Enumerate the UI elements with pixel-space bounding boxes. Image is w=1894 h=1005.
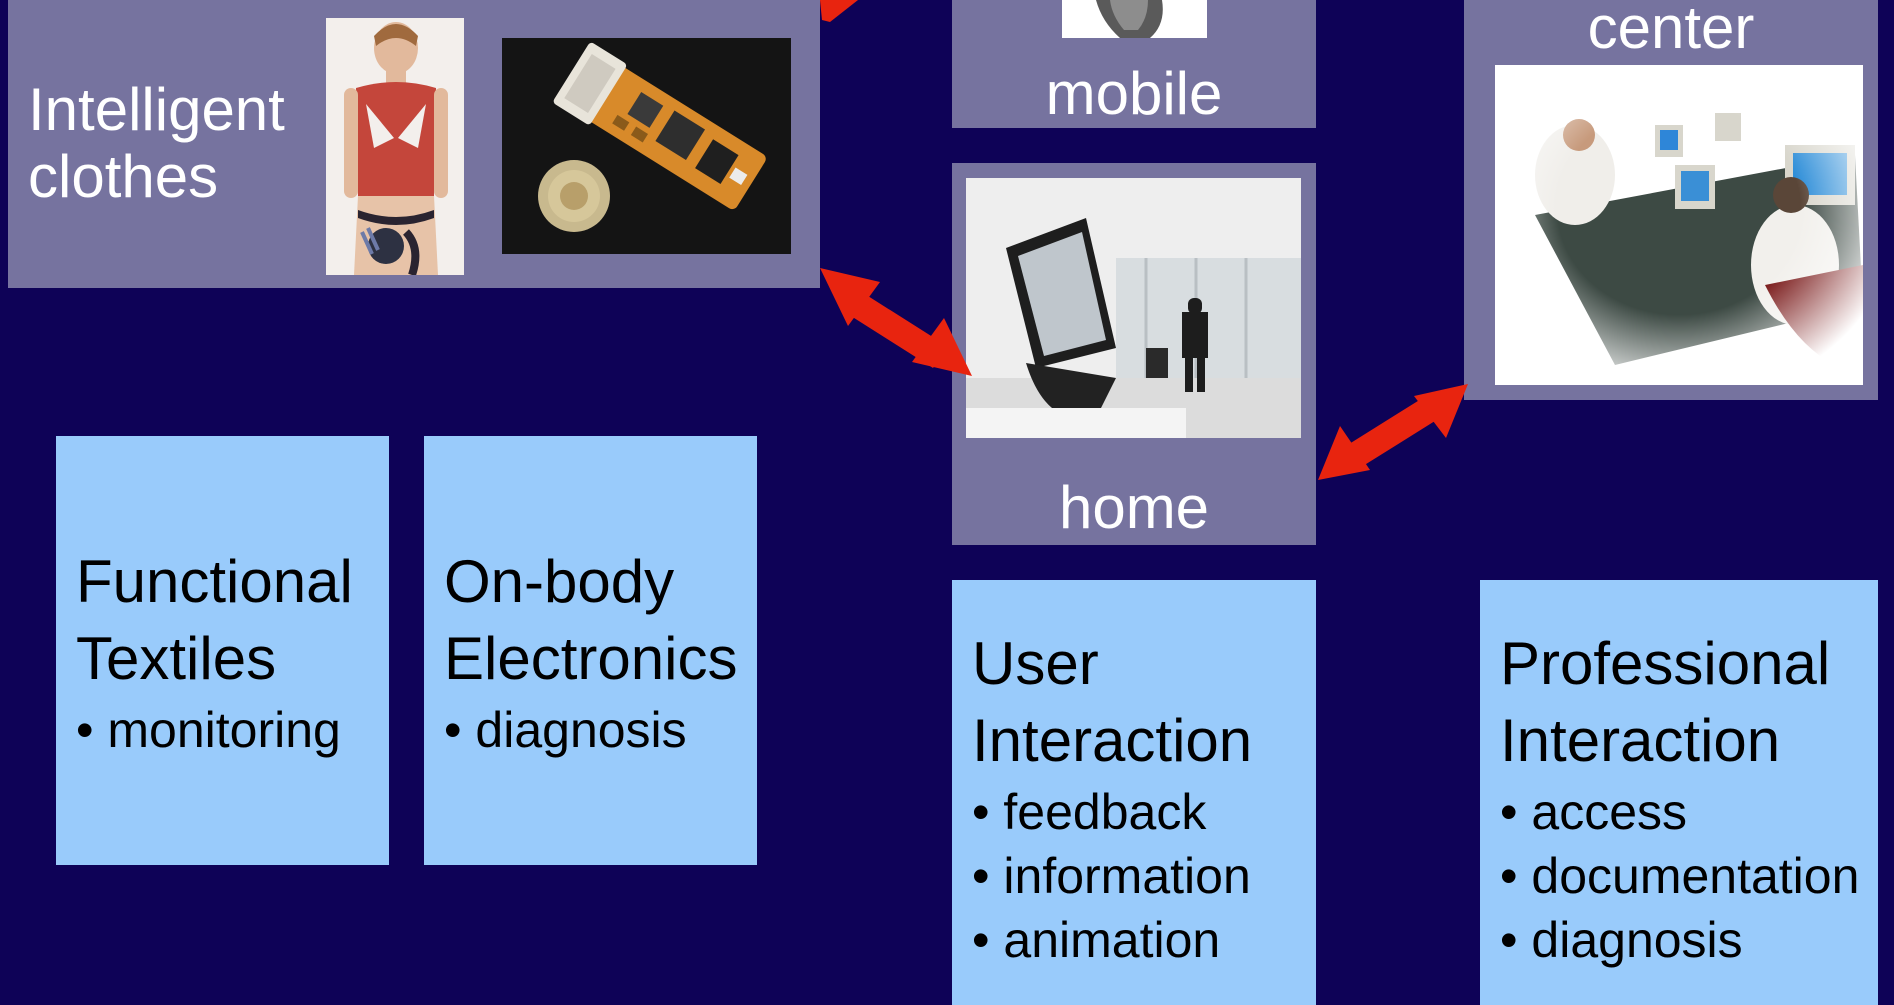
professional-interaction-item: diagnosis [1500, 908, 1878, 972]
professional-interaction-title-line1: Professional [1500, 630, 1831, 697]
professional-interaction-item: documentation [1500, 844, 1878, 908]
user-interaction-item: animation [972, 908, 1316, 972]
user-interaction-item: feedback [972, 780, 1316, 844]
user-interaction-item: information [972, 844, 1316, 908]
on-body-electronics-title-line2: Electronics [444, 624, 738, 692]
user-interaction-box: User Interaction feedback information an… [952, 580, 1316, 1005]
center-label: center [1587, 0, 1755, 61]
mobile-device-photo [1062, 0, 1207, 38]
professional-center-photo [1495, 65, 1863, 385]
arrow-home-center [1318, 384, 1468, 480]
user-interaction-title-line2: Interaction [972, 706, 1253, 774]
functional-textiles-title-line2: Textiles [76, 624, 277, 692]
home-label: home [1058, 474, 1210, 541]
professional-interaction-title-line2: Interaction [1500, 706, 1781, 774]
professional-interaction-item: access [1500, 780, 1878, 844]
professional-interaction-list: access documentation diagnosis [1500, 780, 1878, 972]
functional-textiles-title-line1: Functional [76, 548, 353, 615]
intelligent-clothes-title-line2: clothes [28, 143, 219, 211]
home-office-photo [966, 178, 1301, 438]
mobile-label: mobile [1045, 60, 1223, 127]
intelligent-clothes-title-line1: Intelligent [28, 76, 285, 143]
on-body-electronics-item: diagnosis [444, 698, 757, 762]
user-interaction-list: feedback information animation [972, 780, 1316, 972]
functional-textiles-item: monitoring [76, 698, 389, 762]
functional-textiles-list: monitoring [76, 698, 389, 762]
user-interaction-title-line1: User [972, 630, 1099, 697]
functional-textiles-box: Functional Textiles monitoring [56, 436, 389, 865]
professional-interaction-box: Professional Interaction access document… [1480, 580, 1878, 1005]
on-body-electronics-title-line1: On-body [444, 548, 675, 615]
intelligent-clothes-title: Intelligent clothes [28, 76, 285, 210]
on-body-electronics-list: diagnosis [444, 698, 757, 762]
garment-photo [326, 18, 464, 275]
on-body-electronics-box: On-body Electronics diagnosis [424, 436, 757, 865]
arrow-intelligent-clothes-to-mobile [820, 0, 858, 22]
electronics-photo [502, 38, 791, 254]
arrow-intelligent-clothes-home [820, 268, 972, 376]
